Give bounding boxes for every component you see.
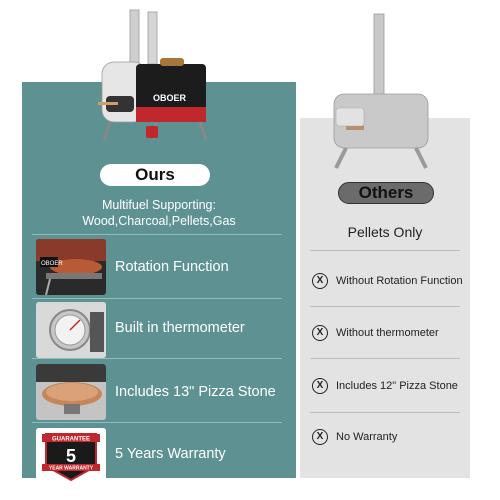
ours-badge: Ours bbox=[100, 164, 210, 186]
divider bbox=[310, 306, 460, 307]
divider bbox=[310, 250, 460, 251]
feature-pizza-stone: Includes 13" Pizza Stone bbox=[115, 384, 276, 400]
others-item: X Without thermometer bbox=[312, 325, 439, 341]
others-item: X Includes 12" Pizza Stone bbox=[312, 378, 458, 394]
divider bbox=[310, 358, 460, 359]
other-oven-image bbox=[333, 13, 429, 169]
divider bbox=[32, 422, 282, 423]
others-item: X No Warranty bbox=[312, 429, 397, 445]
pizza-stone-thumbnail bbox=[36, 364, 106, 420]
others-badge: Others bbox=[338, 182, 434, 204]
others-item: X Without Rotation Function bbox=[312, 273, 463, 289]
others-panel bbox=[300, 118, 470, 478]
thermometer-thumbnail bbox=[36, 302, 106, 358]
divider bbox=[32, 358, 282, 359]
multifuel-fuels: Wood,Charcoal,Pellets,Gas bbox=[82, 214, 236, 228]
warranty-badge-top: GUARANTEE bbox=[52, 437, 90, 443]
feature-warranty: 5 Years Warranty bbox=[115, 446, 226, 462]
feature-thermometer: Built in thermometer bbox=[115, 320, 245, 336]
divider bbox=[310, 412, 460, 413]
pellets-only-text: Pellets Only bbox=[347, 224, 423, 240]
warranty-badge-bottom: YEAR WARRANTY bbox=[49, 466, 94, 472]
svg-text:OBOER: OBOER bbox=[41, 261, 63, 267]
x-circle-icon: X bbox=[312, 325, 328, 341]
oboer-oven-image: OBOER bbox=[98, 9, 208, 141]
others-item-label: Without Rotation Function bbox=[336, 275, 463, 287]
warranty-thumbnail: GUARANTEE 5 YEAR WARRANTY bbox=[36, 428, 106, 484]
divider bbox=[32, 298, 282, 299]
feature-rotation: Rotation Function bbox=[115, 259, 229, 275]
others-item-label: No Warranty bbox=[336, 431, 398, 443]
rotation-thumbnail: OBOER bbox=[36, 239, 106, 295]
x-circle-icon: X bbox=[312, 378, 328, 394]
divider bbox=[32, 234, 282, 235]
oven-brand-text: OBOER bbox=[153, 93, 187, 103]
warranty-badge-number: 5 bbox=[66, 446, 76, 466]
others-item-label: Without thermometer bbox=[336, 327, 439, 339]
x-circle-icon: X bbox=[312, 273, 328, 289]
others-item-label: Includes 12" Pizza Stone bbox=[336, 380, 458, 392]
multifuel-heading: Multifuel Supporting: bbox=[102, 198, 216, 212]
x-circle-icon: X bbox=[312, 429, 328, 445]
